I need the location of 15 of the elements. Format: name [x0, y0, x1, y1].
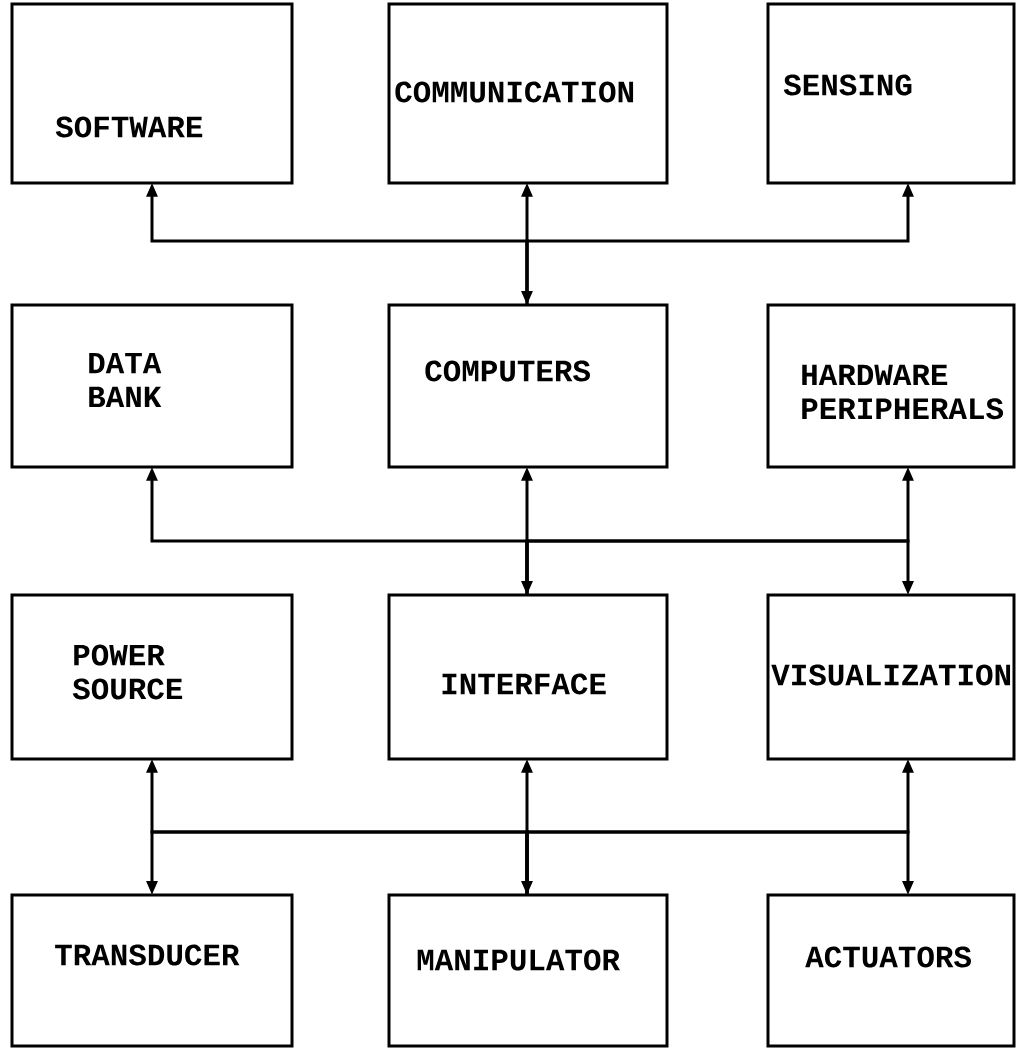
box: COMMUNICATION	[387, 2, 669, 185]
box: MANIPULATOR	[387, 893, 669, 1048]
box: INTERFACE	[387, 593, 669, 761]
box: VISUALIZATION	[766, 593, 1016, 761]
box: SENSING	[766, 2, 1016, 185]
box: ACTUATORS	[766, 893, 1016, 1048]
arrow	[146, 830, 529, 895]
arrow	[525, 539, 914, 595]
box: TRANSDUCER	[10, 893, 294, 1048]
arrow	[525, 830, 914, 895]
box: POWER SOURCE	[10, 593, 294, 761]
box: DATA BANK	[10, 303, 294, 469]
box: COMPUTERS	[387, 303, 669, 469]
box: SOFTWARE	[10, 2, 294, 185]
box: HARDWARE PERIPHERALS	[766, 303, 1016, 469]
